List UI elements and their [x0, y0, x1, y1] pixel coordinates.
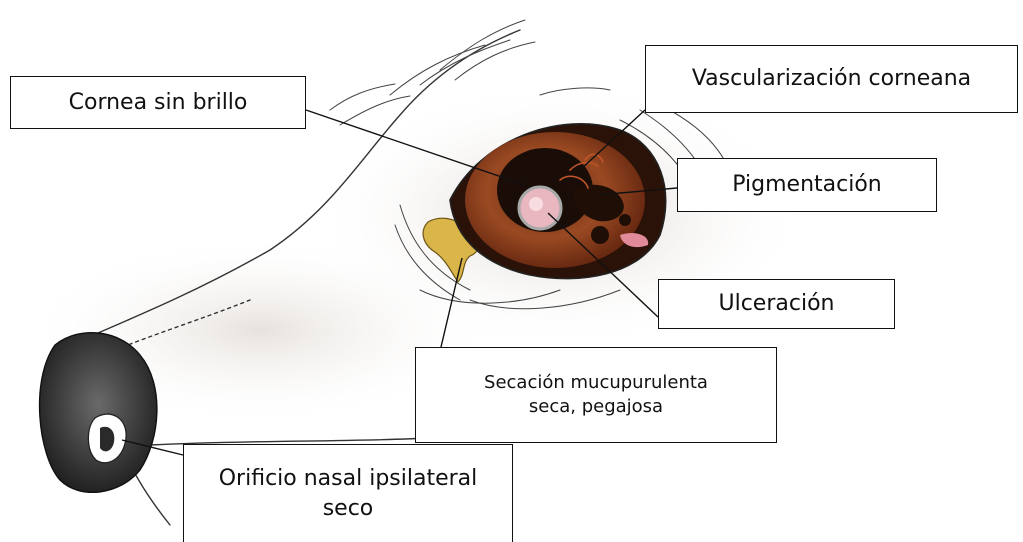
label-ulceration: Ulceración: [658, 279, 895, 329]
label-cornea-text: Cornea sin brillo: [69, 88, 248, 118]
label-nostril-line1: Orificio nasal ipsilateral: [219, 464, 478, 494]
label-pigmentation: Pigmentación: [677, 158, 937, 212]
label-mucopurulent-secretion: Secación mucupurulenta seca, pegajosa: [415, 347, 777, 443]
label-vascularization-text: Vascularización corneana: [692, 64, 971, 94]
label-dry-nostril: Orificio nasal ipsilateral seco: [183, 444, 513, 542]
label-pigmentation-text: Pigmentación: [732, 170, 882, 200]
label-corneal-vascularization: Vascularización corneana: [645, 45, 1018, 113]
nose: [40, 333, 157, 493]
label-secretion-line1: Secación mucupurulenta: [484, 371, 708, 395]
label-secretion-line2: seca, pegajosa: [529, 395, 663, 419]
label-ulceration-text: Ulceración: [719, 289, 835, 319]
label-nostril-line2: seco: [323, 494, 374, 524]
label-cornea-dull: Cornea sin brillo: [10, 76, 306, 129]
